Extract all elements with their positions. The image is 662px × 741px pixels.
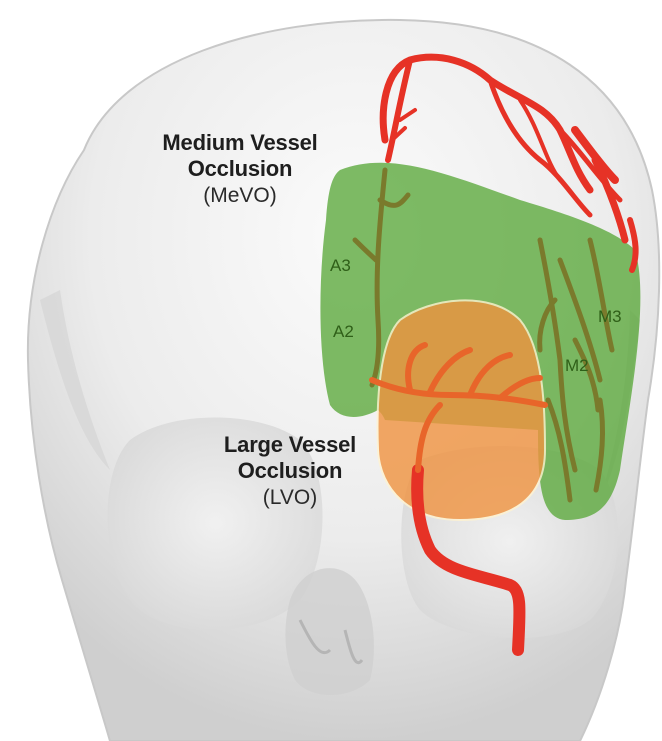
segment-label-a2: A2: [333, 322, 354, 342]
segment-label-m2: M2: [565, 356, 589, 376]
lvo-label-abbr: (LVO): [165, 485, 415, 510]
segment-label-a3: A3: [330, 256, 351, 276]
mevo-label-line1: Medium Vessel: [110, 130, 370, 156]
segment-label-m3: M3: [598, 307, 622, 327]
mevo-label-abbr: (MeVO): [110, 183, 370, 208]
lvo-label-line2: Occlusion: [165, 458, 415, 484]
mevo-label: Medium Vessel Occlusion (MeVO): [110, 130, 370, 208]
mevo-label-line2: Occlusion: [110, 156, 370, 182]
lvo-label: Large Vessel Occlusion (LVO): [165, 432, 415, 510]
lvo-label-line1: Large Vessel: [165, 432, 415, 458]
